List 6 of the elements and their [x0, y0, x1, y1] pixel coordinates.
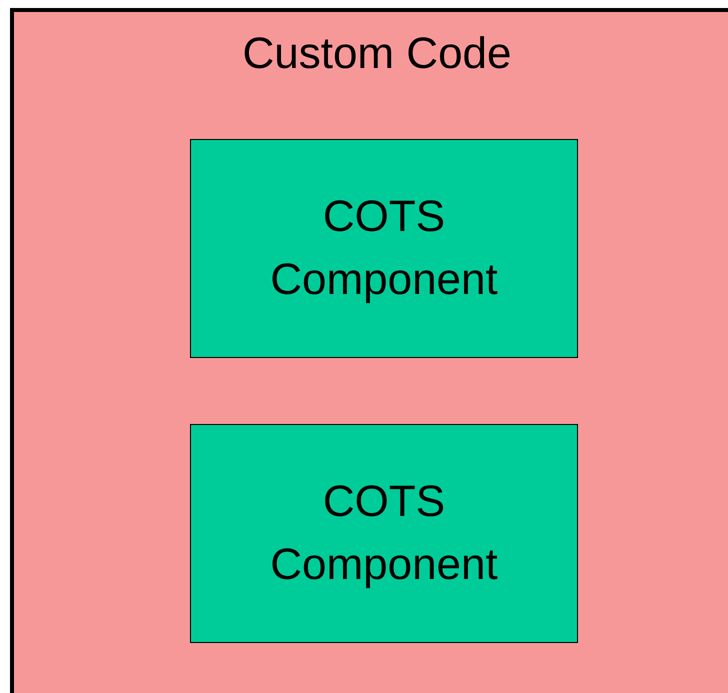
component-box	[190, 424, 578, 643]
container-box	[10, 8, 728, 693]
component-box	[190, 139, 578, 358]
component-label: COTS Component	[269, 476, 499, 592]
container-title: Custom Code	[241, 28, 512, 80]
component-label: COTS Component	[269, 190, 499, 306]
